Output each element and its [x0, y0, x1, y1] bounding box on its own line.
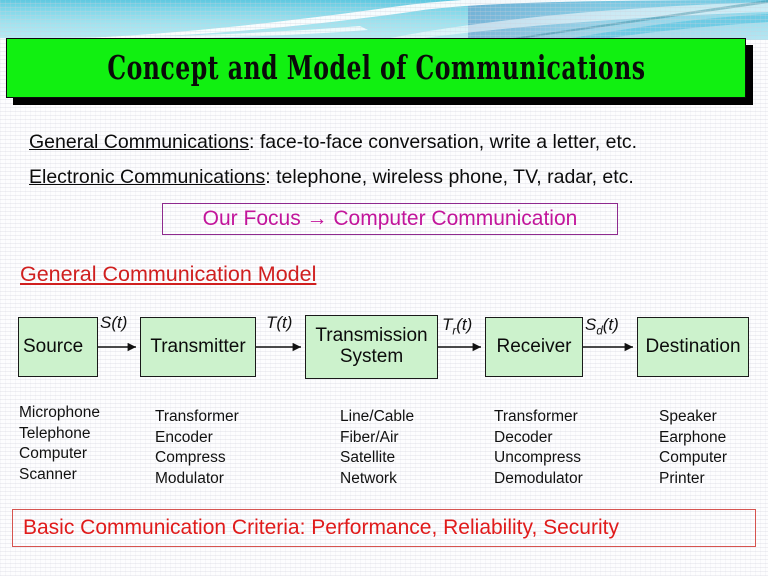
list-item: Transformer — [155, 408, 239, 425]
list-item: Network — [340, 469, 397, 487]
examples-column-source: Microphone Telephone Computer Scanner — [19, 403, 100, 485]
bullet-general-communications: General Communications: face-to-face con… — [29, 131, 637, 154]
list-item: Earphone — [659, 428, 727, 446]
node-source: Source — [18, 317, 98, 377]
bullet-general-label: General Communications — [29, 131, 250, 153]
list-item: Telephone — [19, 424, 91, 442]
list-item: Encoder — [155, 428, 213, 446]
list-item: Transformer — [494, 408, 578, 425]
bullet-electronic-communications: Electronic Communications: telephone, wi… — [29, 166, 634, 189]
list-item: Microphone — [19, 404, 100, 421]
edge-label-st-main: S — [100, 313, 112, 332]
list-item: Computer — [659, 449, 728, 466]
edge-label-sdt-sub: d — [596, 325, 603, 338]
edge-label-trt-sub: r — [452, 325, 457, 338]
list-item: Printer — [659, 469, 705, 487]
list-item: Compress — [155, 449, 226, 466]
edge-label-tt-main: T — [266, 313, 277, 332]
examples-column-transmission-system: Line/Cable Fiber/Air Satellite Network — [340, 407, 414, 489]
list-item: Speaker — [659, 408, 717, 425]
list-item: Scanner — [19, 465, 77, 483]
node-destination: Destination — [637, 317, 749, 377]
list-item: Fiber/Air — [340, 428, 399, 446]
bullet-electronic-label: Electronic Communications — [29, 166, 266, 188]
examples-column-destination: Speaker Earphone Computer Printer — [659, 407, 727, 489]
node-transmitter: Transmitter — [140, 317, 256, 377]
node-receiver: Receiver — [485, 317, 583, 377]
list-item: Satellite — [340, 449, 396, 466]
title-banner: Concept and Model of Communications — [6, 38, 746, 98]
edge-label-tt-tail: (t) — [276, 313, 293, 332]
list-item: Line/Cable — [340, 408, 415, 425]
decorative-header-band — [0, 0, 768, 40]
bullet-general-body: : face-to-face conversation, write a let… — [249, 131, 638, 153]
list-item: Demodulator — [494, 469, 583, 487]
edge-label-trt-tail: (t) — [456, 315, 473, 334]
edge-label-st-tail: (t) — [111, 313, 128, 332]
list-item: Decoder — [494, 428, 553, 446]
criteria-callout-text: Basic Communication Criteria: Performanc… — [23, 516, 619, 539]
edge-label-system-to-receiver: Tr(t) — [442, 315, 472, 337]
list-item: Uncompress — [494, 449, 581, 466]
bullet-electronic-body: : telephone, wireless phone, TV, radar, … — [265, 166, 634, 188]
model-section-heading: General Communication Model — [20, 262, 317, 286]
criteria-callout-box: Basic Communication Criteria: Performanc… — [12, 509, 756, 547]
list-item: Modulator — [155, 469, 224, 487]
list-item: Computer — [19, 445, 88, 462]
edge-label-transmitter-to-system: T(t) — [266, 313, 292, 333]
edge-label-receiver-to-destination: Sd(t) — [585, 315, 619, 337]
focus-callout-text: Our Focus → Computer Communication — [202, 207, 578, 230]
focus-callout-box: Our Focus → Computer Communication — [162, 203, 618, 235]
examples-column-transmitter: Transformer Encoder Compress Modulator — [155, 407, 239, 489]
edge-label-trt-main: T — [442, 315, 453, 334]
examples-column-receiver: Transformer Decoder Uncompress Demodulat… — [494, 407, 583, 489]
edge-label-sdt-tail: (t) — [602, 315, 619, 334]
edge-label-sdt-main: S — [585, 315, 597, 334]
edge-label-source-to-transmitter: S(t) — [100, 313, 127, 333]
page-title: Concept and Model of Communications — [106, 49, 646, 87]
